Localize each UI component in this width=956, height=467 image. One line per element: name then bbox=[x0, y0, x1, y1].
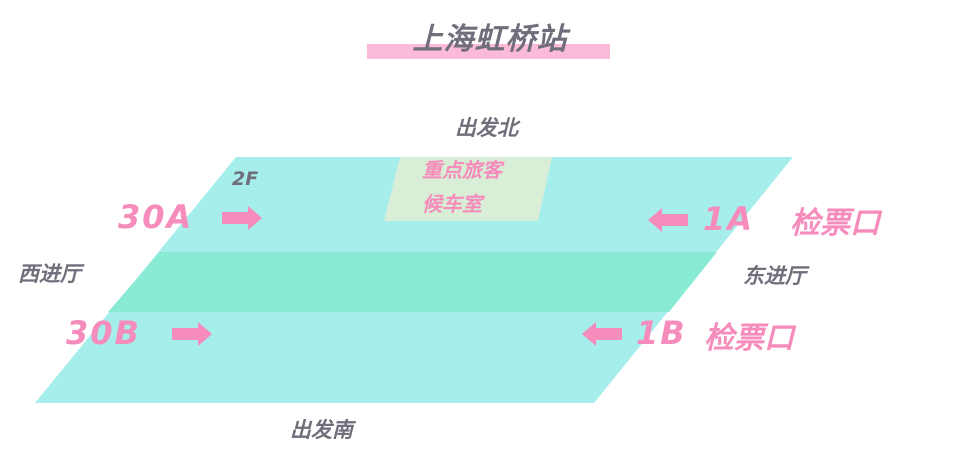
label-east: 东进厅 bbox=[743, 264, 806, 288]
gate-1b: 1B bbox=[636, 314, 687, 352]
gate-30b: 30B bbox=[66, 314, 141, 352]
label-west: 西进厅 bbox=[18, 262, 81, 286]
middle-band bbox=[108, 252, 717, 312]
waiting-room-label-1: 重点旅客 bbox=[422, 158, 502, 182]
waiting-room-label-2: 候车室 bbox=[422, 192, 482, 216]
title-highlight bbox=[367, 44, 610, 59]
label-north: 出发北 bbox=[455, 116, 518, 140]
arrow-right-icon bbox=[222, 206, 262, 230]
label-south: 出发南 bbox=[290, 418, 353, 442]
gate-1a: 1A bbox=[703, 200, 755, 238]
gate-30a: 30A bbox=[118, 198, 194, 236]
checkpoint-1b: 检票口 bbox=[704, 321, 794, 356]
arrow-left-icon bbox=[582, 322, 622, 346]
page-title: 上海虹桥站 bbox=[412, 22, 568, 57]
waiting-room-box bbox=[384, 157, 552, 221]
floor-label: 2F bbox=[232, 168, 259, 190]
arrow-right-icon bbox=[172, 322, 212, 346]
checkpoint-1a: 检票口 bbox=[790, 206, 880, 241]
arrow-left-icon bbox=[648, 208, 688, 232]
